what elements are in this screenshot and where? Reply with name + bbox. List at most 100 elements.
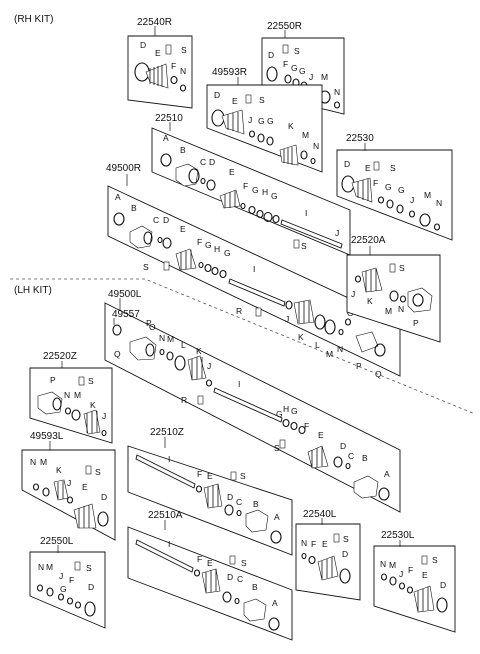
- part-letter: D: [340, 441, 346, 451]
- part-letter: N: [313, 141, 319, 151]
- part-letter: I: [253, 264, 255, 274]
- part-letter: D: [101, 492, 107, 502]
- kit-49500r[interactable]: 49500R A B C D E F G H G S I R J: [106, 163, 401, 379]
- part-letter: S: [343, 534, 349, 544]
- part-letter: B: [362, 453, 368, 463]
- kit-22520a[interactable]: 22520A J S K M N P: [346, 235, 441, 343]
- part-letter: P: [50, 375, 56, 385]
- part-letter: I: [168, 454, 170, 464]
- kit-number: 22540R: [137, 17, 172, 28]
- part-letter: I: [238, 379, 240, 389]
- part-letter: J: [309, 72, 313, 82]
- kit-22540l[interactable]: 22540L N F E S D: [295, 509, 361, 601]
- part-letter: G: [385, 182, 392, 192]
- part-letter: J: [399, 569, 403, 579]
- part-letter: S: [274, 443, 280, 453]
- kit-49593r[interactable]: 49593R D E S J G G K M N: [206, 67, 323, 173]
- part-letter: N: [180, 66, 186, 76]
- kit-49593l[interactable]: 49593L N M K J S E D: [21, 431, 116, 541]
- part-letter: N: [436, 198, 442, 208]
- part-letter: M: [74, 390, 81, 400]
- part-letter: G: [291, 406, 298, 416]
- part-letter: H: [262, 187, 268, 197]
- kit-22510a[interactable]: 22510A I F E S D C B A: [127, 510, 293, 641]
- kit-22550l[interactable]: 22550L N M J F G S D: [29, 536, 106, 629]
- kit-number: 22550L: [40, 536, 74, 547]
- part-letter: D: [209, 157, 215, 167]
- kit-49557[interactable]: 49557 O P Q N M L K J I R G H G F E: [112, 309, 390, 501]
- kit-number: 49593R: [212, 67, 247, 78]
- part-letter: G: [205, 240, 212, 250]
- lh-kit-label: (LH KIT): [14, 285, 52, 296]
- part-letter: F: [283, 59, 288, 69]
- part-letter: C: [348, 451, 354, 461]
- kit-number: 49500L: [108, 289, 142, 300]
- kit-22530l[interactable]: 22530L N M J F E S D: [373, 530, 456, 633]
- part-letter: S: [390, 163, 396, 173]
- part-letter: D: [227, 492, 233, 502]
- part-letter: D: [88, 582, 94, 592]
- kit-22540r[interactable]: 22540R D E S F N: [127, 17, 193, 109]
- part-letter: H: [283, 404, 289, 414]
- kit-22530[interactable]: 22530 D E S F G G J M N: [336, 133, 453, 241]
- part-letter: E: [422, 570, 428, 580]
- part-letter: E: [155, 48, 161, 58]
- part-letter: S: [86, 563, 92, 573]
- part-letter: S: [240, 471, 246, 481]
- part-letter: S: [88, 376, 94, 386]
- part-letter: D: [344, 159, 350, 169]
- part-letter: H: [214, 244, 220, 254]
- part-letter: F: [243, 181, 248, 191]
- part-letter: R: [181, 395, 187, 405]
- part-letter: S: [399, 263, 405, 273]
- part-letter: G: [267, 116, 274, 126]
- kit-number: 49557: [112, 309, 140, 320]
- part-letter: E: [207, 558, 213, 568]
- part-letter: J: [335, 228, 339, 238]
- part-letter: L: [315, 340, 320, 350]
- kit-22520z[interactable]: 22520Z P S N M K J: [29, 351, 113, 444]
- rh-kit-label: (RH KIT): [14, 14, 53, 25]
- part-letter: S: [143, 262, 149, 272]
- part-letter: Q: [375, 369, 382, 379]
- kit-number: 22520A: [351, 235, 386, 246]
- part-letter: N: [334, 87, 340, 97]
- part-letter: P: [413, 318, 419, 328]
- part-letter: D: [214, 90, 220, 100]
- part-letter: F: [197, 469, 202, 479]
- kit-number: 22510A: [148, 510, 183, 521]
- part-letter: I: [305, 208, 307, 218]
- part-letter: N: [380, 559, 386, 569]
- part-letter: C: [153, 215, 159, 225]
- part-letter: A: [163, 133, 169, 143]
- part-letter: N: [301, 538, 307, 548]
- part-letter: N: [159, 333, 165, 343]
- part-letter: D: [440, 580, 446, 590]
- part-letter: A: [274, 512, 280, 522]
- part-letter: F: [197, 554, 202, 564]
- part-letter: F: [408, 565, 413, 575]
- part-letter: M: [302, 130, 309, 140]
- part-letter: N: [30, 457, 36, 467]
- part-letter: G: [276, 409, 283, 419]
- kit-number: 22550R: [267, 21, 302, 32]
- part-letter: A: [272, 598, 278, 608]
- kit-number: 22510: [155, 113, 183, 124]
- part-letter: D: [268, 50, 274, 60]
- part-letter: B: [253, 499, 259, 509]
- part-letter: B: [131, 203, 137, 213]
- kit-22510[interactable]: 22510 A B C D E F G H G I S J: [151, 113, 351, 256]
- part-letter: G: [252, 185, 259, 195]
- kit-22510z[interactable]: 22510Z I F E S D C B A: [127, 427, 293, 556]
- part-letter: O: [149, 322, 156, 332]
- part-letter: E: [180, 224, 186, 234]
- part-letter: A: [115, 192, 121, 202]
- kit-number: 49593L: [30, 431, 64, 442]
- part-letter: B: [180, 145, 186, 155]
- part-letter: N: [337, 344, 343, 354]
- part-letter: G: [291, 63, 298, 73]
- part-letter: D: [227, 572, 233, 582]
- part-letter: F: [197, 237, 202, 247]
- part-letter: J: [248, 115, 252, 125]
